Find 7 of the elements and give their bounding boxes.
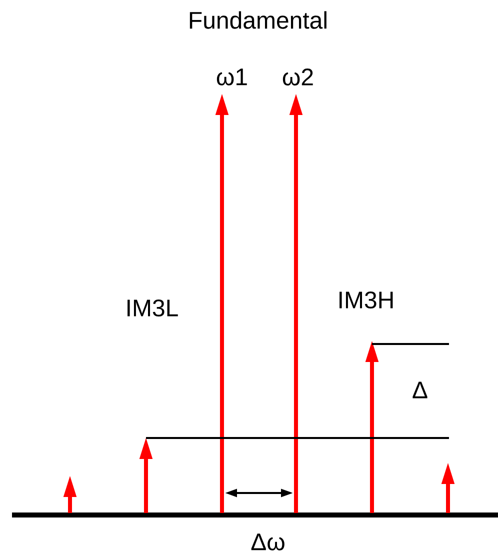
label: Δω [251,534,284,550]
label: IM3H [340,292,393,308]
title: Fundamental [190,11,326,29]
label: Δ [412,382,428,398]
label: ω2 [282,68,313,86]
label: ω1 [216,68,247,86]
label: IM3L [128,300,178,316]
